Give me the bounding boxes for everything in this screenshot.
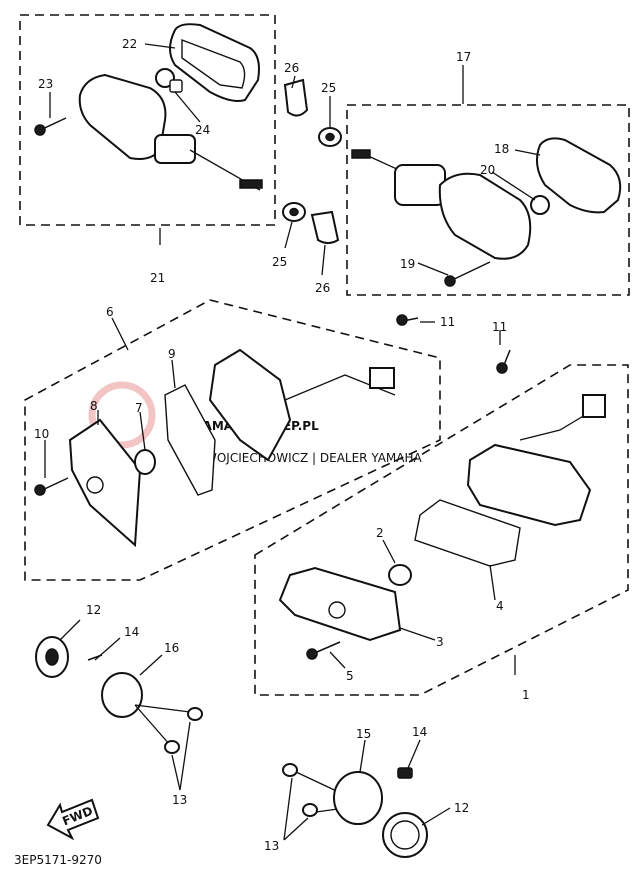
connector-6: [369, 367, 395, 389]
callout-12-left: 12: [86, 603, 101, 617]
connector-21: [239, 179, 263, 189]
group-17-boundary: [346, 104, 630, 296]
grommet-26-lower: [310, 210, 340, 244]
callout-14-left: 14: [124, 625, 139, 639]
watermark-logo: [88, 381, 156, 449]
nut-25-upper-hole: [325, 132, 335, 142]
nut-13-right-a: [282, 763, 298, 777]
rear-housing-1: [466, 443, 592, 527]
lens-8-hole: [86, 476, 104, 494]
callout-10: 10: [34, 427, 49, 441]
callout-18: 18: [494, 142, 509, 156]
flasher-stem-21: [154, 134, 196, 164]
reflector-12-left-center: [45, 648, 59, 666]
callout-5: 5: [346, 669, 354, 683]
screw-11-right-head: [496, 362, 508, 374]
bracket-15: [333, 771, 383, 825]
callout-25-upper: 25: [321, 81, 336, 95]
callout-2: 2: [376, 526, 384, 540]
rear-wire-1: [519, 411, 591, 441]
callout-11-right: 11: [492, 320, 507, 334]
bracket-16-leaders: [134, 704, 191, 746]
callout-13-left: 13: [172, 793, 187, 807]
bulb-24-base: [169, 79, 183, 93]
callout-3: 3: [436, 635, 444, 649]
reflector-12-right-face: [390, 820, 420, 850]
callout-4: 4: [496, 599, 504, 613]
bulb-7: [134, 449, 156, 475]
callout-9: 9: [168, 347, 176, 361]
grommets-upper: [282, 78, 342, 244]
flasher-housing-21: [78, 73, 167, 160]
bracket-16: [101, 672, 143, 718]
callout-13-right: 13: [264, 839, 279, 853]
group-21-front-left-flasher: [19, 14, 276, 226]
group-1-rear-right-flasher: [254, 349, 629, 696]
group-6-rear-left-flasher: [24, 299, 441, 581]
diagram-code: 3EP5171-9270: [14, 853, 102, 867]
callout-20: 20: [480, 163, 495, 177]
callout-22: 22: [122, 37, 137, 51]
callout-12-right: 12: [454, 801, 469, 815]
lens-3-hole: [328, 601, 346, 619]
callout-17: 17: [456, 50, 471, 64]
connector-1: [582, 394, 606, 418]
fwd-arrow-shape: [46, 798, 100, 841]
callout-leaders: [44, 43, 541, 841]
grommet-26-upper: [283, 78, 309, 117]
lens-18: [535, 137, 622, 214]
callout-8: 8: [90, 399, 98, 413]
callout-15: 15: [356, 727, 371, 741]
screw-10-head: [34, 484, 46, 496]
screw-19-head: [444, 275, 456, 287]
gasket-9: [164, 384, 216, 496]
flasher-housing-17: [438, 172, 532, 260]
callout-7: 7: [135, 401, 143, 415]
callout-6: 6: [106, 305, 114, 319]
callout-23: 23: [38, 77, 53, 91]
screw-23-head: [34, 124, 46, 136]
lens-8: [68, 418, 142, 548]
lens-22-inner: [181, 38, 246, 89]
fwd-arrow: FWD: [46, 798, 100, 841]
callout-21: 21: [150, 271, 165, 285]
callout-19: 19: [400, 257, 415, 271]
rear-housing-6: [208, 348, 292, 462]
nut-25-lower-hole: [289, 207, 299, 217]
callout-labels: 22 23 24 26 25 25 26 21 17 18 20 19 6 11…: [34, 37, 530, 853]
group-1-boundary: [254, 364, 629, 696]
nut-13-left-a: [187, 707, 203, 721]
callout-16: 16: [164, 641, 179, 655]
screw-5-head: [306, 648, 318, 660]
watermark-sub-text: WOJCIECHOWICZ | DEALER YAMAHA: [205, 451, 423, 465]
callout-24: 24: [195, 123, 210, 137]
reflector-right: [282, 763, 428, 858]
group-6-boundary: [24, 299, 441, 581]
reflector-left: [35, 636, 203, 754]
connector-17: [351, 149, 371, 159]
flasher-stem-17: [394, 164, 446, 206]
callout-26-lower: 26: [315, 281, 330, 295]
gasket-4: [414, 499, 521, 567]
nut-13-right-b: [302, 803, 318, 817]
group-17-front-right-flasher: [346, 104, 630, 296]
bolt-14-right: [397, 767, 413, 779]
callout-11-left: 11: [440, 315, 455, 329]
nut-13-left-b: [164, 740, 180, 754]
callout-25-lower: 25: [272, 255, 287, 269]
callout-14-right: 14: [412, 725, 427, 739]
screw-11-left-head: [396, 314, 408, 326]
bulb-2: [388, 564, 412, 586]
bulb-20: [530, 195, 550, 215]
callout-1: 1: [522, 688, 530, 702]
group-21-boundary: [19, 14, 276, 226]
callout-26-upper: 26: [284, 61, 299, 75]
